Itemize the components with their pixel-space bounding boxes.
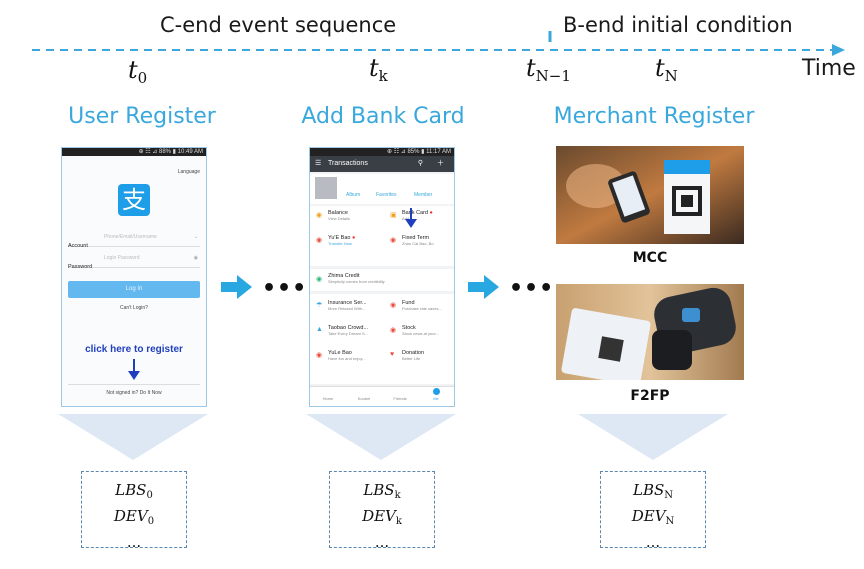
password-field[interactable]: Password Login Password ◉ <box>68 255 200 270</box>
ellipsis-2: ••• <box>509 276 555 301</box>
more-features: ... <box>374 533 390 551</box>
fund-icon: ◉ <box>390 302 397 309</box>
time-axis-label: Time <box>802 56 856 81</box>
c-end-label: C-end event sequence <box>160 13 397 37</box>
me-icon <box>433 388 440 395</box>
feature-box-t0: LBS0 DEV0 ... <box>81 471 187 551</box>
yuebao-icon: ◉ <box>316 237 323 244</box>
account-placeholder: Phone/Email/Username <box>104 234 157 240</box>
dev-feature: DEVN <box>631 507 675 527</box>
zhima-icon: ◉ <box>316 276 323 283</box>
stage-title-user-register: User Register <box>68 104 216 129</box>
chip-album[interactable]: Album <box>346 192 361 198</box>
header-actions-icon[interactable]: ⚲ ＋ <box>417 160 450 167</box>
crowd-icon: ▲ <box>316 326 323 333</box>
lbs-feature: LBSN <box>632 481 673 501</box>
list-icon: ☰ <box>315 160 322 167</box>
down-arrow-icon <box>405 208 417 228</box>
stage-title-merchant-register: Merchant Register <box>553 104 755 129</box>
b-end-label: B-end initial condition <box>563 13 793 37</box>
password-placeholder: Login Password <box>104 255 140 261</box>
lbs-feature: LBSk <box>363 481 401 501</box>
feature-box-tk: LBSk DEVk ... <box>329 471 435 551</box>
status-bar: ⊕ ☷ ⊿ 88% ▮ 10:49 AM <box>62 148 206 156</box>
nav-friends[interactable]: Friends <box>393 396 407 401</box>
alipay-logo-icon: 支 <box>118 184 150 216</box>
more-features: ... <box>126 533 142 551</box>
nav-me[interactable]: Me <box>433 396 439 401</box>
mcc-caption: MCC <box>632 250 668 266</box>
transactions-title: Transactions <box>328 160 368 167</box>
account-field[interactable]: Account Phone/Email/Username ⌄ <box>68 234 200 249</box>
language-link[interactable]: Language <box>177 169 200 175</box>
dev-feature: DEV0 <box>113 507 155 527</box>
fixed-term-icon: ◉ <box>390 237 397 244</box>
transactions-header: ☰ Transactions ⚲ ＋ <box>310 156 454 172</box>
bottom-nav: Home Koubei Friends Me <box>310 386 454 405</box>
phone-user-register: ⊕ ☷ ⊿ 88% ▮ 10:49 AM Language 支 Account … <box>61 147 207 407</box>
bank-card-icon: ▣ <box>390 212 397 219</box>
list-item[interactable]: Insurance Ser...More Relaxed With... <box>328 300 367 311</box>
chip-favorites[interactable]: Favorites <box>376 192 397 198</box>
flow-arrow-1 <box>221 275 252 299</box>
stage-title-add-bank-card: Add Bank Card <box>301 104 465 129</box>
dev-feature: DEVk <box>362 507 402 527</box>
register-hint: click here to register <box>85 344 183 355</box>
funnel-1 <box>58 414 208 460</box>
account-label: Account <box>68 243 88 249</box>
timeline-arrowhead <box>832 44 845 56</box>
feature-box-tN: LBSN DEVN ... <box>600 471 706 551</box>
down-arrow-icon <box>128 359 140 380</box>
ellipsis-1: ••• <box>262 276 308 301</box>
list-item[interactable]: Yu'E Bao ●Transfer Now <box>328 235 356 246</box>
time-mark-tN: tN <box>655 54 678 85</box>
nav-koubei[interactable]: Koubei <box>357 396 371 401</box>
lbs-feature: LBS0 <box>115 481 153 501</box>
more-features: ... <box>645 533 661 551</box>
list-item[interactable]: Taobao Crowd...Take Every Dream S... <box>328 325 369 336</box>
avatar <box>315 177 337 199</box>
eye-icon[interactable]: ◉ <box>193 255 198 261</box>
chip-member[interactable]: Member <box>414 192 433 198</box>
f2fp-photo <box>556 284 744 380</box>
login-button[interactable]: Log In <box>68 281 200 298</box>
time-mark-tN-1: tN−1 <box>526 54 571 85</box>
balance-icon: ◉ <box>316 212 323 219</box>
profile-card[interactable]: Album Favorites Member <box>310 174 454 204</box>
nav-home[interactable]: Home <box>322 396 334 401</box>
bank-card-item[interactable]: Bank Card ●Add <box>402 210 433 221</box>
insurance-icon: ☂ <box>316 302 323 309</box>
funnel-2 <box>306 414 456 460</box>
stock-icon: ◉ <box>390 327 397 334</box>
f2fp-caption: F2FP <box>630 388 670 404</box>
password-label: Password <box>68 264 93 270</box>
phone-add-bank-card: ⊕ ☷ ⊿ 85% ▮ 11:17 AM ☰ Transactions ⚲ ＋ … <box>309 147 455 407</box>
flow-arrow-2 <box>468 275 499 299</box>
mcc-photo <box>556 146 744 244</box>
time-mark-t0: t0 <box>128 56 148 87</box>
yule-icon: ◉ <box>316 352 323 359</box>
not-signed-link[interactable]: Not signed in? Do It Now <box>68 384 200 401</box>
timeline-axis <box>32 31 845 56</box>
funnel-3 <box>578 414 728 460</box>
cant-login-link[interactable]: Can't Login? <box>120 305 148 311</box>
status-bar: ⊕ ☷ ⊿ 85% ▮ 11:17 AM <box>310 148 454 156</box>
time-mark-tk: tk <box>369 54 388 85</box>
chevron-down-icon: ⌄ <box>193 234 198 240</box>
donation-icon: ♥ <box>390 351 395 358</box>
